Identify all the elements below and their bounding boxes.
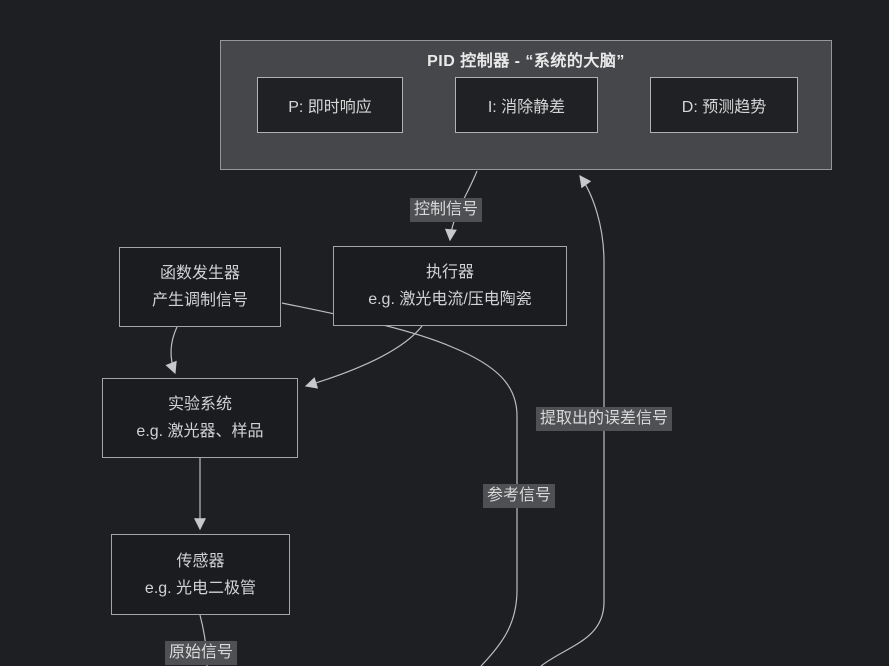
node-actuator[interactable]: 执行器 e.g. 激光电流/压电陶瓷 — [333, 246, 567, 326]
pid-controller-group[interactable]: PID 控制器 - “系统的大脑” P: 即时响应 I: 消除静差 D: 预测趋… — [220, 40, 832, 170]
node-experiment-system[interactable]: 实验系统 e.g. 激光器、样品 — [102, 378, 298, 458]
edge-label-error-signal[interactable]: 提取出的误差信号 — [536, 407, 673, 431]
node-sensor[interactable]: 传感器 e.g. 光电二极管 — [111, 534, 290, 615]
node-sensor-subtitle: e.g. 光电二极管 — [144, 579, 257, 597]
edge-label-control-signal[interactable]: 控制信号 — [410, 198, 483, 222]
node-p-term[interactable]: P: 即时响应 — [257, 77, 403, 133]
edge-funcgen-to-system[interactable] — [165, 326, 178, 375]
node-actuator-subtitle: e.g. 激光电流/压电陶瓷 — [368, 291, 532, 308]
node-p-label: P: 即时响应 — [288, 99, 372, 116]
node-actuator-title: 执行器 — [425, 264, 474, 281]
node-i-label: I: 消除静差 — [487, 99, 566, 116]
node-d-term[interactable]: D: 预测趋势 — [650, 77, 798, 133]
node-i-term[interactable]: I: 消除静差 — [455, 77, 598, 133]
edge-label-raw-signal[interactable]: 原始信号 — [165, 641, 238, 665]
edge-reference-signal[interactable] — [281, 302, 518, 666]
edge-error-signal[interactable] — [540, 175, 605, 666]
node-experiment-system-subtitle: e.g. 激光器、样品 — [136, 423, 264, 440]
node-function-generator[interactable]: 函数发生器 产生调制信号 — [119, 247, 281, 327]
node-d-label: D: 预测趋势 — [681, 99, 767, 116]
pid-title: PID 控制器 - “系统的大脑” — [427, 53, 625, 70]
node-function-generator-title: 函数发生器 — [159, 265, 240, 282]
edge-label-reference-signal[interactable]: 参考信号 — [483, 484, 556, 508]
node-function-generator-subtitle: 产生调制信号 — [151, 292, 248, 309]
node-sensor-title: 传感器 — [176, 552, 225, 570]
edge-actuator-to-system[interactable] — [304, 325, 423, 389]
node-experiment-system-title: 实验系统 — [167, 396, 232, 413]
